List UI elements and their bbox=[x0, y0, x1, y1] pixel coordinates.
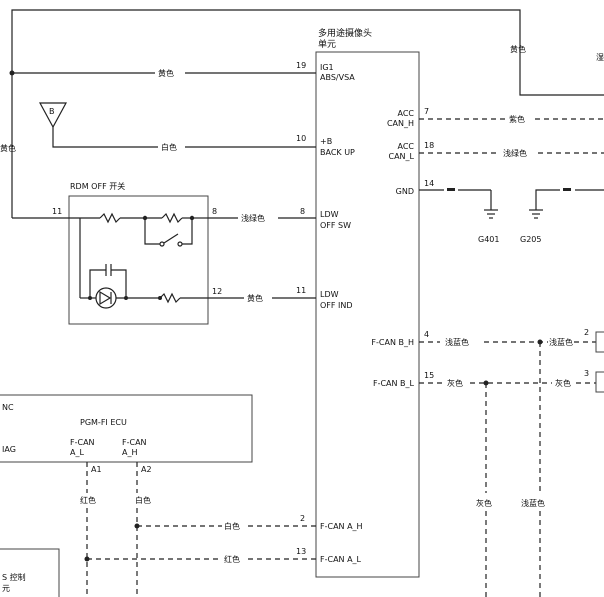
ecu-col2-line2: A_H bbox=[122, 448, 138, 457]
pin-number: 4 bbox=[424, 330, 429, 339]
pin-label-backup: BACK UP bbox=[320, 148, 355, 157]
bottom-left-box bbox=[0, 548, 60, 597]
wire-color-label: 黄色 bbox=[0, 143, 16, 153]
wire-pin-15: 15 灰色 灰色 3 bbox=[419, 369, 604, 393]
wire-pin-18: 18 浅绿色 bbox=[419, 141, 604, 158]
wire-pin-8: 浅绿色 8 bbox=[208, 207, 316, 223]
pin-label-off-sw: OFF SW bbox=[320, 221, 351, 230]
pin-number: 10 bbox=[296, 134, 306, 143]
ecu-box bbox=[0, 394, 253, 463]
wire-color-label: 浅蓝色 bbox=[521, 498, 545, 508]
pin-label-acc-h: ACC bbox=[397, 109, 414, 118]
right-pin-2: 2 bbox=[584, 328, 589, 337]
pin-number: 15 bbox=[424, 371, 434, 380]
wire-pin-19: 黄色 19 bbox=[12, 61, 316, 78]
pin-number: 13 bbox=[296, 547, 306, 556]
ecu-pin-a1: A1 bbox=[91, 465, 102, 474]
wire-color-label: 灰色 bbox=[555, 378, 571, 388]
wire-color-label: 浅绿色 bbox=[503, 148, 527, 158]
pin-number: 14 bbox=[424, 179, 434, 188]
wire-color-label: 紫色 bbox=[509, 114, 525, 124]
pin-label-plus-b: +B bbox=[320, 137, 332, 146]
wire-pin-7: 7 紫色 bbox=[419, 107, 604, 124]
camera-unit: 多用途摄像头 单元 IG1 ABS/VSA +B BACK UP LDW OFF… bbox=[315, 27, 420, 578]
camera-unit-box bbox=[315, 51, 420, 578]
pin-number: 19 bbox=[296, 61, 306, 70]
bottom-left-module: S 控制 元 bbox=[0, 548, 60, 597]
pin-label-fcan-b-h: F-CAN B_H bbox=[371, 338, 414, 347]
pgm-fi-ecu: NC IAG PGM-FI ECU F-CAN A_L F-CAN A_H bbox=[0, 394, 253, 463]
pin-label-abs-vsa: ABS/VSA bbox=[320, 73, 355, 82]
switch-title: RDM OFF 开关 bbox=[70, 181, 125, 191]
switch-pin-11: 11 bbox=[52, 207, 62, 216]
ecu-partial-iag: IAG bbox=[2, 445, 16, 454]
wire-drops-bottom: 灰色 浅蓝色 bbox=[476, 342, 545, 597]
switch-box bbox=[68, 195, 209, 325]
pin-number: 18 bbox=[424, 141, 434, 150]
ecu-col2-line1: F-CAN bbox=[122, 438, 147, 447]
right-pin-3: 3 bbox=[584, 369, 589, 378]
ground-g401: G401 bbox=[478, 235, 499, 244]
right-connector bbox=[595, 331, 604, 353]
ecu-col1-line2: A_L bbox=[70, 448, 84, 457]
wire-color-label: 白色 bbox=[135, 495, 151, 505]
right-connector bbox=[595, 371, 604, 393]
pin-number: 2 bbox=[300, 514, 305, 523]
pin-label-ldw-ind: LDW bbox=[320, 290, 339, 299]
battery-triangle bbox=[38, 102, 68, 129]
pin-label-acc-l: ACC bbox=[397, 142, 414, 151]
ecu-title: PGM-FI ECU bbox=[80, 418, 127, 427]
battery-label: B bbox=[49, 107, 55, 116]
pin-label-ldw-sw: LDW bbox=[320, 210, 339, 219]
bottom-left-line1: S 控制 bbox=[2, 572, 26, 582]
camera-unit-title-line1: 多用途摄像头 bbox=[318, 27, 372, 39]
ground-g205: G205 bbox=[520, 235, 541, 244]
wire-pin-4: 4 浅蓝色 浅蓝色 2 bbox=[419, 328, 604, 353]
wire-color-label: 黄色 bbox=[510, 44, 526, 54]
ecu-partial-nc: NC bbox=[2, 403, 14, 412]
wire-color-label: 黄色 bbox=[247, 293, 263, 303]
battery-b: B 白色 10 bbox=[38, 102, 316, 152]
right-edge-partial-label: 湿 bbox=[596, 53, 604, 62]
switch-pin-8: 8 bbox=[212, 207, 217, 216]
camera-unit-title-line2: 单元 bbox=[318, 38, 336, 50]
wire-pin-14: 14 G401 bbox=[419, 179, 499, 244]
wire-color-label: 灰色 bbox=[447, 378, 463, 388]
ecu-pin-a2: A2 bbox=[141, 465, 152, 474]
pin-number: 8 bbox=[300, 207, 305, 216]
wire-ground-g205: G205 bbox=[520, 188, 604, 244]
pin-number: 11 bbox=[296, 286, 306, 295]
wire-color-label: 浅蓝色 bbox=[549, 337, 573, 347]
wire-color-label: 浅绿色 bbox=[241, 213, 265, 223]
pin-label-fcan-a-h: F-CAN A_H bbox=[320, 522, 363, 531]
pin-number: 7 bbox=[424, 107, 429, 116]
rdm-off-switch: RDM OFF 开关 11 bbox=[12, 181, 222, 325]
pin-label-gnd: GND bbox=[396, 187, 414, 196]
wire-fcan-a-l: A1 红色 红色 13 bbox=[80, 462, 316, 597]
wire-color-label: 灰色 bbox=[476, 498, 492, 508]
pin-label-off-ind: OFF IND bbox=[320, 301, 353, 310]
pin-label-fcan-b-l: F-CAN B_L bbox=[373, 379, 415, 388]
wire-color-label: 红色 bbox=[80, 495, 96, 505]
switch-pin-12: 12 bbox=[212, 287, 222, 296]
pin-label-can-h: CAN_H bbox=[387, 119, 414, 128]
wire-color-label: 浅蓝色 bbox=[445, 337, 469, 347]
wire-color-label: 白色 bbox=[224, 521, 240, 531]
wire-pin-11: 黄色 11 bbox=[208, 286, 316, 303]
wire-fcan-a-h: A2 白色 白色 2 bbox=[134, 462, 316, 597]
wire-color-label: 白色 bbox=[161, 142, 177, 152]
ecu-col1-line1: F-CAN bbox=[70, 438, 95, 447]
pin-label-ig1: IG1 bbox=[320, 63, 334, 72]
pin-label-can-l: CAN_L bbox=[389, 152, 415, 161]
wire-color-label: 红色 bbox=[224, 554, 240, 564]
wire-color-label: 黄色 bbox=[158, 68, 174, 78]
bottom-left-line2: 元 bbox=[2, 584, 10, 593]
pin-label-fcan-a-l: F-CAN A_L bbox=[320, 555, 362, 564]
